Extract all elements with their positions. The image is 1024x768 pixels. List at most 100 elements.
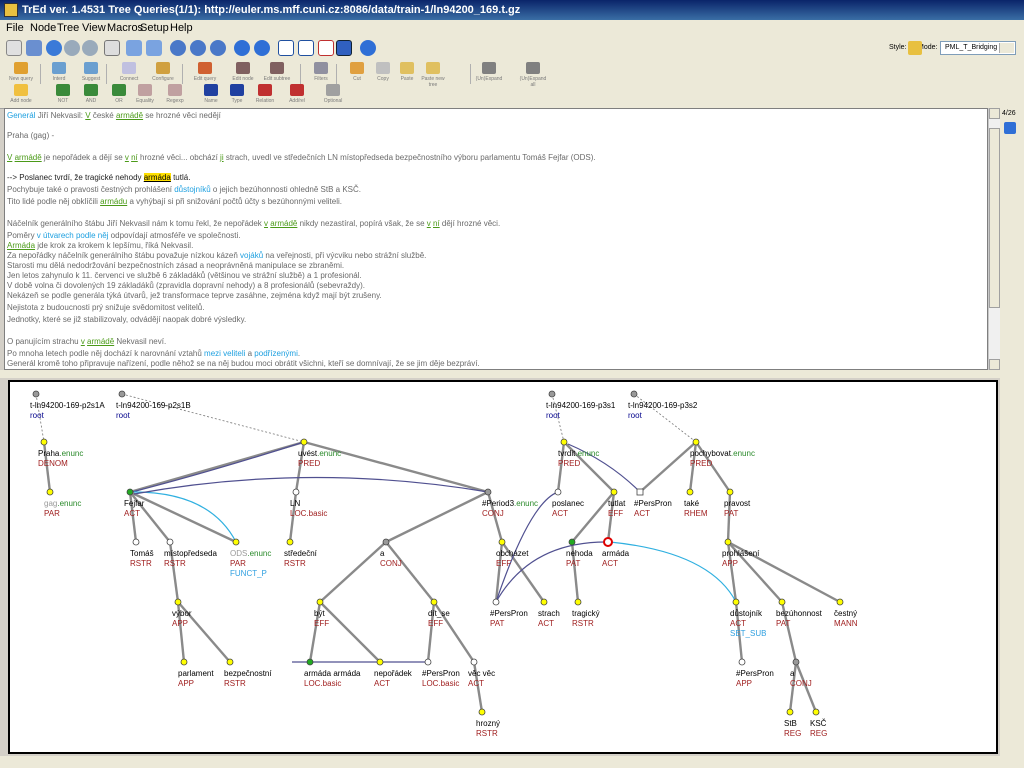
save-icon[interactable] — [26, 40, 42, 56]
prev-tree-icon[interactable] — [234, 40, 250, 56]
sentence-line[interactable]: Náčelník generálního štábu Jiří Nekvasil… — [7, 219, 500, 228]
tool--un-expand-all[interactable]: (Un)Expand all — [518, 62, 548, 88]
tool-add-node[interactable]: Add node — [6, 84, 36, 104]
tool-optional[interactable]: Optional — [318, 84, 348, 104]
sentence-line[interactable]: Starosti mu dělá nedodržování bezpečnost… — [7, 261, 344, 270]
tool-connect[interactable]: Connect — [114, 62, 144, 82]
tool-name[interactable]: Name — [196, 84, 226, 104]
redo-icon[interactable] — [146, 40, 162, 56]
sentence-line[interactable]: V armádě je nepořádek a dějí se v ní hro… — [7, 153, 596, 162]
tool-interd[interactable]: Interd — [44, 62, 74, 82]
scroll-up-button[interactable] — [989, 108, 1000, 119]
tool-edit-subtree[interactable]: Edit subtree — [262, 62, 292, 82]
menu-view[interactable]: View — [82, 22, 106, 34]
sentence-line[interactable]: O panujícím strachu v armádě Nekvasil ne… — [7, 337, 166, 346]
sentence-line[interactable]: Tito lidé podle něj obklíčili armádu a v… — [7, 197, 342, 206]
sentence-text-pane[interactable]: Generál Jiří Nekvasil: V české armádě se… — [4, 108, 988, 370]
new-file-icon[interactable] — [6, 40, 22, 56]
sentence-line[interactable]: Armáda jde krok za krokem k lepšímu, řík… — [7, 241, 193, 250]
tool--un-expand[interactable]: (Un)Expand — [474, 62, 504, 82]
menu-node[interactable]: Node — [30, 22, 57, 34]
style-icon[interactable] — [908, 41, 922, 55]
dropdown-arrow-icon[interactable] — [360, 40, 376, 56]
tool-relation[interactable]: Relation — [250, 84, 280, 104]
prev-file-icon[interactable] — [64, 40, 80, 56]
new-window-icon[interactable] — [298, 40, 314, 56]
menu-tree[interactable]: Tree — [57, 22, 80, 34]
tool-configure[interactable]: Configure — [148, 62, 178, 82]
tool-equality[interactable]: Equality — [130, 84, 160, 104]
book-icon[interactable] — [1004, 122, 1016, 134]
tool-regexp[interactable]: Regexp — [160, 84, 190, 104]
sentence-line[interactable]: Poměry v útvarech podle něj odpovídají a… — [7, 231, 241, 240]
tool-add-rel[interactable]: Add/rel — [282, 84, 312, 104]
menu-file[interactable]: File — [6, 22, 24, 34]
tool-or[interactable]: OR — [104, 84, 134, 104]
close-window-icon[interactable] — [318, 40, 334, 56]
scroll-down-button[interactable] — [989, 359, 1000, 370]
tool-new-query[interactable]: New query — [6, 62, 36, 82]
sentence-line[interactable]: Jen letos zahynulo k 11. červenci ve slu… — [7, 271, 362, 280]
next-file-icon[interactable] — [82, 40, 98, 56]
tool-filters[interactable]: Filters — [306, 62, 336, 82]
text-scrollbar[interactable] — [988, 108, 1000, 370]
tool-copy[interactable]: Copy — [368, 62, 398, 82]
pane-splitter[interactable] — [0, 370, 1000, 378]
sentence-line[interactable]: Nejistota z budoucnosti prý snižuje svěd… — [7, 303, 204, 312]
tool-not[interactable]: NOT — [48, 84, 78, 104]
sentence-line[interactable]: Po mnoha letech podle něj dochází k naro… — [7, 349, 300, 358]
tool-type[interactable]: Type — [222, 84, 252, 104]
split-view-icon[interactable] — [278, 40, 294, 56]
mode-select[interactable]: PML_T_Bridging — [940, 41, 1016, 55]
sentence-line[interactable]: Nekázeň se podle generála týká útvarů, j… — [7, 291, 382, 300]
menu-setup[interactable]: Setup — [140, 22, 169, 34]
zoom-out-icon[interactable] — [190, 40, 206, 56]
zoom-in-icon[interactable] — [170, 40, 186, 56]
scroll-thumb[interactable] — [989, 128, 1000, 308]
tool-paste[interactable]: Paste — [392, 62, 422, 82]
first-tree-icon[interactable] — [46, 40, 62, 56]
tool-paste-new-tree[interactable]: Paste new tree — [418, 62, 448, 88]
sentence-line[interactable]: Za nepořádky náčelník generálního štábu … — [7, 251, 426, 260]
tool-and[interactable]: AND — [76, 84, 106, 104]
